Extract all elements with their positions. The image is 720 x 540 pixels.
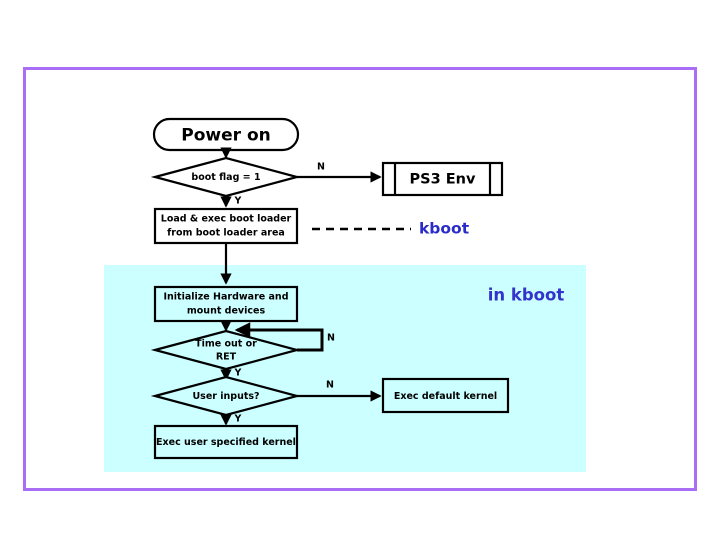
branch-label-boot-flag-yes: Y	[234, 196, 242, 207]
node-exec-default-kernel-label: Exec default kernel	[394, 391, 497, 402]
in-kboot-label: in kboot	[488, 286, 565, 305]
node-exec-default-kernel	[381, 377, 510, 414]
edge-timeout-no-feedback-loop	[234, 322, 324, 352]
branch-label-boot-flag-no: N	[317, 162, 325, 173]
slide-frame-border	[23, 67, 697, 491]
node-boot-flag-label: boot flag = 1	[191, 172, 260, 183]
node-ps3-env	[381, 161, 504, 197]
kboot-boundary-label: kboot	[419, 220, 470, 238]
branch-label-user-inputs-yes: Y	[234, 414, 242, 425]
node-time-out-or-ret-label-line2: RET	[216, 352, 237, 363]
node-load-exec-boot-loader-label-line1: Load & exec boot loader	[161, 214, 292, 225]
node-exec-user-specified-kernel	[153, 424, 299, 460]
node-user-inputs-label: User inputs?	[192, 391, 259, 402]
node-ps3-env-label: PS3 Env	[410, 172, 476, 188]
branch-label-user-inputs-no: N	[326, 380, 334, 391]
node-initialize-hardware-label-line1: Initialize Hardware and	[164, 292, 289, 303]
branch-label-timeout-yes: Y	[234, 368, 242, 379]
branch-label-timeout-no: N	[327, 333, 335, 344]
node-load-exec-boot-loader	[153, 207, 299, 245]
node-power-on-label: Power on	[181, 126, 270, 146]
node-load-exec-boot-loader-label-line2: from boot loader area	[167, 228, 285, 239]
node-time-out-or-ret-label-line1: Time out or	[195, 339, 257, 350]
node-exec-user-specified-kernel-label: Exec user specified kernel	[156, 437, 296, 448]
node-initialize-hardware-label-line2: mount devices	[187, 306, 266, 317]
